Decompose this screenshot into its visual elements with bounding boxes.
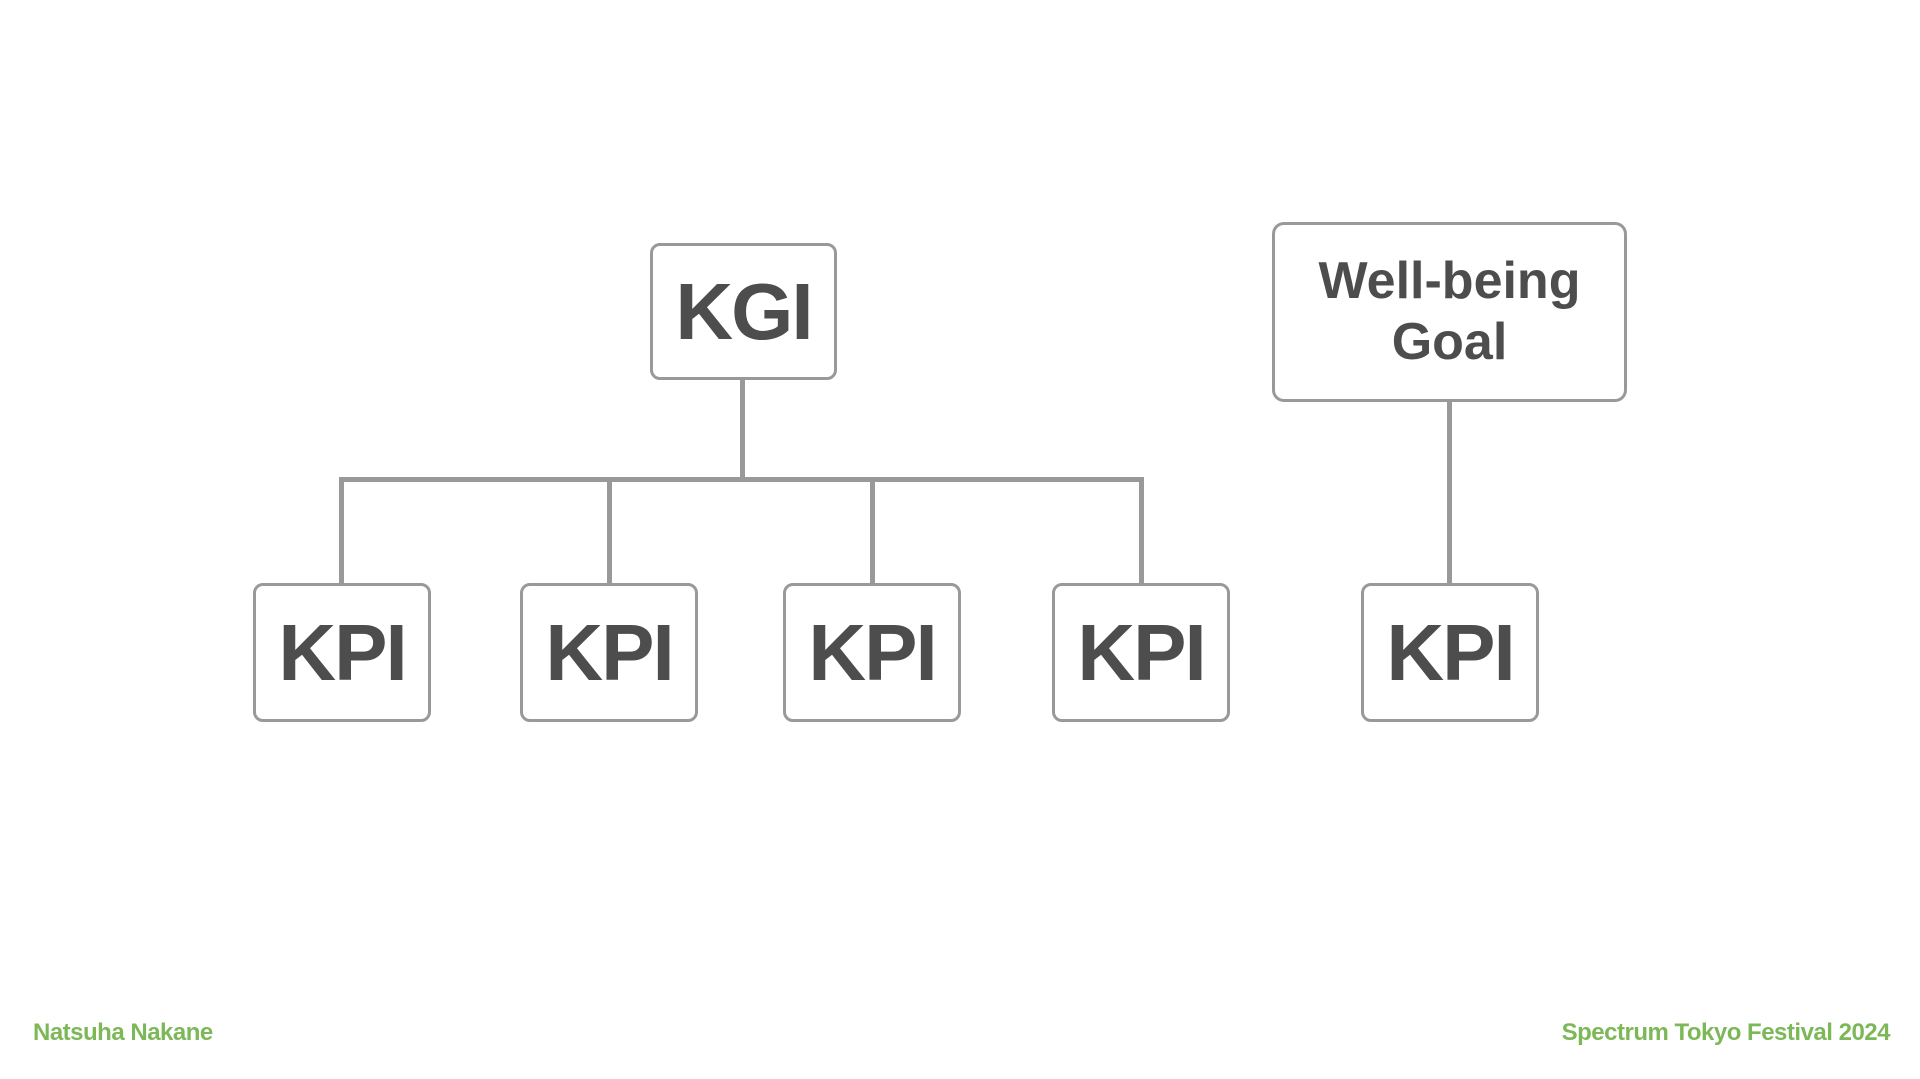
kpi-label-1: KPI xyxy=(278,607,407,697)
connector-wellbeing-to-kpi-5 xyxy=(1447,400,1452,586)
connector-kgi-to-bus xyxy=(740,379,745,480)
kpi-box-4: KPI xyxy=(1052,583,1230,722)
footer-event-name: Spectrum Tokyo Festival 2024 xyxy=(1561,1019,1891,1046)
kgi-label: KGI xyxy=(675,266,813,356)
kpi-label-5: KPI xyxy=(1386,607,1515,697)
connector-bus-to-kpi-2 xyxy=(607,477,612,586)
kpi-label-4: KPI xyxy=(1077,607,1206,697)
connector-bus-to-kpi-4 xyxy=(1139,477,1144,586)
kpi-box-2: KPI xyxy=(520,583,698,722)
connector-bus-to-kpi-3 xyxy=(870,477,875,586)
wellbeing-goal-label: Well-being Goal xyxy=(1318,251,1581,371)
footer-author: Natsuha Nakane xyxy=(33,1019,213,1046)
kpi-label-3: KPI xyxy=(808,607,937,697)
kgi-box: KGI xyxy=(650,243,837,380)
connector-horizontal-bus xyxy=(339,477,1144,482)
kpi-label-2: KPI xyxy=(545,607,674,697)
kpi-box-3: KPI xyxy=(783,583,961,722)
connector-bus-to-kpi-1 xyxy=(339,477,344,586)
kpi-box-1: KPI xyxy=(253,583,431,722)
wellbeing-goal-box: Well-being Goal xyxy=(1272,222,1627,402)
kpi-box-5: KPI xyxy=(1361,583,1539,722)
